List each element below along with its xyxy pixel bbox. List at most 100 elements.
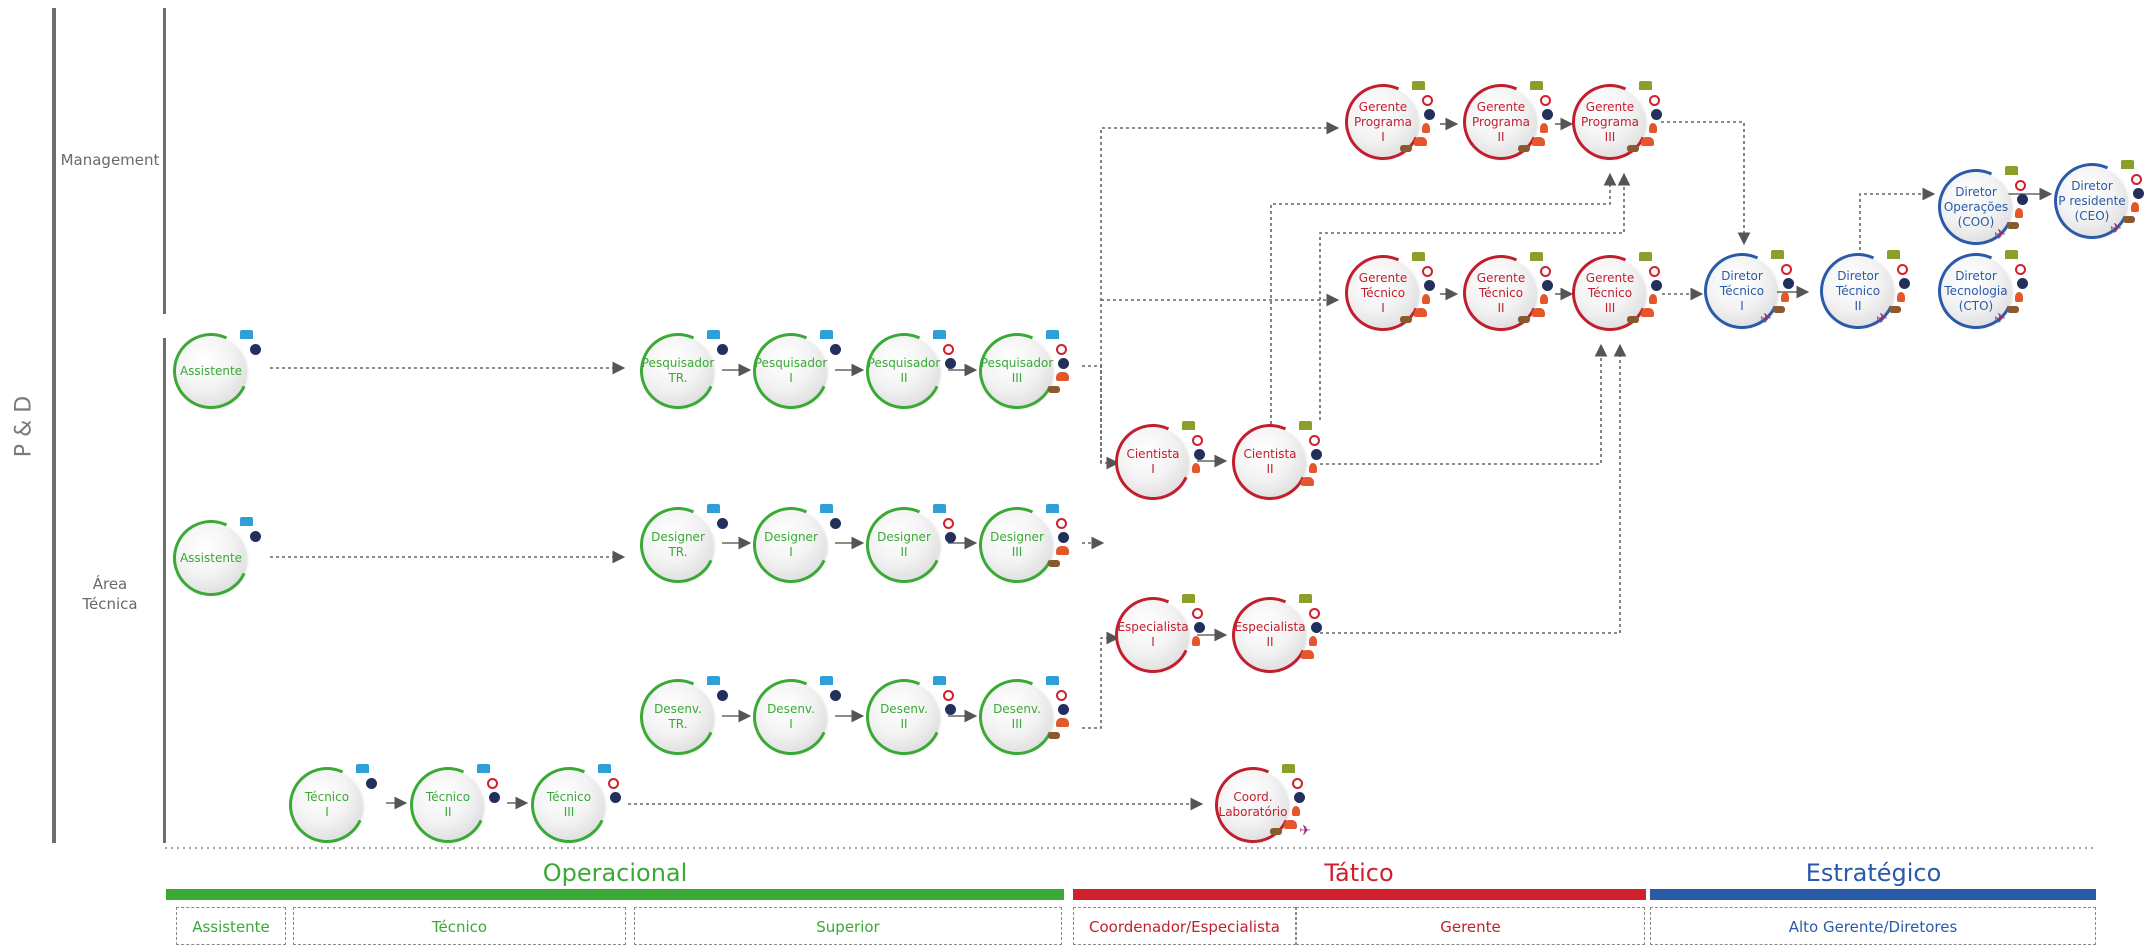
graduation-cap-icon bbox=[477, 764, 490, 773]
node-label: Pesquisador III bbox=[980, 356, 1054, 385]
band-title-estrategico: Estratégico bbox=[1805, 859, 1942, 887]
graduation-cap-icon bbox=[1887, 250, 1900, 259]
team-icon bbox=[1414, 137, 1427, 146]
target-icon bbox=[1540, 95, 1551, 106]
globe-icon bbox=[945, 532, 956, 543]
graduation-cap-icon bbox=[598, 764, 611, 773]
node-label: Gerente Técnico III bbox=[1585, 270, 1635, 315]
person-icon bbox=[1897, 292, 1905, 302]
node-dev-tr: Desenv. TR. bbox=[629, 668, 728, 766]
graduation-cap-icon bbox=[1046, 330, 1059, 339]
target-icon bbox=[1781, 264, 1792, 275]
node-dt-2: Diretor Técnico II✈ bbox=[1809, 242, 1910, 340]
graduation-cap-icon bbox=[1412, 81, 1425, 90]
graduation-cap-icon bbox=[1299, 421, 1312, 430]
graduation-cap-icon bbox=[933, 504, 946, 513]
globe-icon bbox=[1294, 792, 1305, 803]
graduation-cap-icon bbox=[240, 330, 253, 339]
person-icon bbox=[1292, 806, 1300, 816]
globe-icon bbox=[610, 792, 621, 803]
team-icon bbox=[1284, 820, 1297, 829]
graduation-cap-icon bbox=[1046, 504, 1059, 513]
team-icon bbox=[1414, 308, 1427, 317]
node-label: Designer I bbox=[764, 530, 818, 559]
globe-icon bbox=[1899, 278, 1910, 289]
node-label: Especialista I bbox=[1117, 620, 1189, 649]
handshake-icon bbox=[1048, 386, 1060, 393]
handshake-icon bbox=[1400, 316, 1412, 323]
globe-icon bbox=[2017, 194, 2028, 205]
graduation-cap-icon bbox=[1530, 252, 1543, 261]
team-icon bbox=[1301, 477, 1314, 486]
person-icon bbox=[1649, 123, 1657, 133]
airplane-icon: ✈ bbox=[1994, 311, 2006, 327]
node-dt-1: Diretor Técnico I✈ bbox=[1693, 242, 1794, 340]
node-esp-2: Especialista II bbox=[1221, 586, 1322, 684]
target-icon bbox=[1649, 266, 1660, 277]
globe-icon bbox=[945, 704, 956, 715]
management-axis-bar bbox=[163, 8, 166, 314]
person-icon bbox=[1309, 636, 1317, 646]
person-icon bbox=[1540, 123, 1548, 133]
node-label: Gerente Técnico I bbox=[1358, 270, 1408, 315]
globe-icon bbox=[2133, 188, 2144, 199]
globe-icon bbox=[250, 531, 261, 542]
node-des-tr: Designer TR. bbox=[629, 496, 728, 594]
globe-icon bbox=[1194, 449, 1205, 460]
category-superior: Superior bbox=[634, 907, 1062, 945]
node-label: Gerente Técnico II bbox=[1476, 270, 1526, 315]
handshake-icon bbox=[1518, 316, 1530, 323]
graduation-cap-icon bbox=[1530, 81, 1543, 90]
node-label: Coord. Laboratório bbox=[1218, 790, 1288, 819]
team-icon bbox=[1056, 718, 1069, 727]
target-icon bbox=[2131, 174, 2142, 185]
target-icon bbox=[1292, 778, 1303, 789]
target-icon bbox=[1309, 608, 1320, 619]
node-label: Designer II bbox=[877, 530, 931, 559]
globe-icon bbox=[1058, 532, 1069, 543]
row-label-management: Management bbox=[60, 151, 160, 169]
node-label: Especialista II bbox=[1234, 620, 1306, 649]
graduation-cap-icon bbox=[2005, 250, 2018, 259]
node-label: Diretor P residente (CEO) bbox=[2058, 178, 2126, 223]
band-bar-tatico bbox=[1073, 889, 1646, 900]
node-coord-lab: Coord. Laboratório✈ bbox=[1204, 756, 1311, 854]
row-label-area-tecnica: Área Técnica bbox=[82, 575, 138, 613]
node-label: Técnico III bbox=[546, 790, 592, 819]
person-icon bbox=[1309, 463, 1317, 473]
graduation-cap-icon bbox=[820, 330, 833, 339]
node-cient-1: Cientista I bbox=[1104, 413, 1205, 511]
node-gp-1: Gerente Programa I bbox=[1334, 73, 1435, 171]
team-icon bbox=[1641, 308, 1654, 317]
node-label: Diretor Operações (COO) bbox=[1943, 184, 2009, 229]
graduation-cap-icon bbox=[2121, 160, 2134, 169]
graduation-cap-icon bbox=[933, 330, 946, 339]
globe-icon bbox=[1194, 622, 1205, 633]
node-esp-1: Especialista I bbox=[1104, 586, 1205, 684]
target-icon bbox=[2015, 180, 2026, 191]
globe-icon bbox=[830, 344, 841, 355]
node-label: Pesquisador I bbox=[754, 356, 828, 385]
node-cto: Diretor Tecnologia (CTO)✈ bbox=[1927, 242, 2028, 340]
graduation-cap-icon bbox=[1299, 594, 1312, 603]
node-coo: Diretor Operações (COO)✈ bbox=[1927, 158, 2028, 256]
globe-icon bbox=[945, 358, 956, 369]
node-gt-3: Gerente Técnico III bbox=[1561, 244, 1662, 342]
globe-icon bbox=[1651, 280, 1662, 291]
globe-icon bbox=[1651, 109, 1662, 120]
globe-icon bbox=[1542, 280, 1553, 291]
node-label: Pesquisador II bbox=[867, 356, 941, 385]
team-icon bbox=[1301, 650, 1314, 659]
target-icon bbox=[1056, 518, 1067, 529]
node-label: Gerente Programa III bbox=[1581, 99, 1639, 144]
node-label: Técnico II bbox=[425, 790, 471, 819]
person-icon bbox=[1540, 294, 1548, 304]
node-dev-1: Desenv. I bbox=[742, 668, 841, 766]
target-icon bbox=[608, 778, 619, 789]
globe-icon bbox=[1542, 109, 1553, 120]
node-des-1: Designer I bbox=[742, 496, 841, 594]
target-icon bbox=[2015, 264, 2026, 275]
target-icon bbox=[1056, 690, 1067, 701]
node-tec-1: Técnico I bbox=[278, 756, 377, 854]
person-icon bbox=[1192, 636, 1200, 646]
